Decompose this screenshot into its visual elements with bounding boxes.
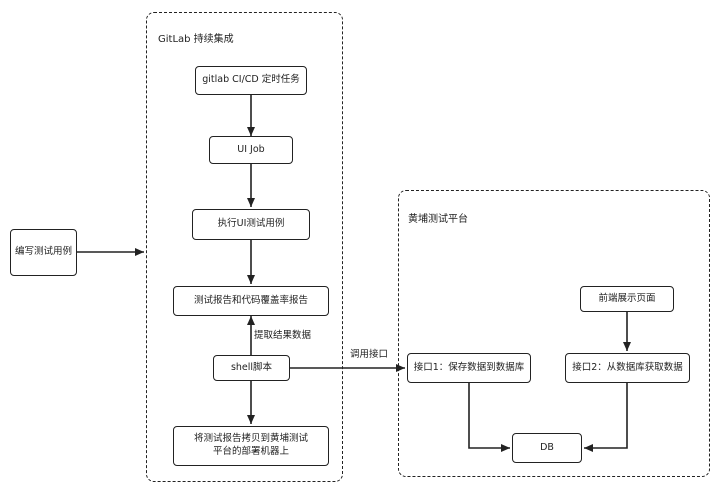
- edge-api2-to-db: [584, 383, 628, 452]
- api1-save-node[interactable]: 接口1：保存数据到数据库: [407, 353, 531, 383]
- huangpu-platform-group: [398, 190, 710, 477]
- ui-job-node[interactable]: UI Job: [209, 136, 293, 164]
- api2-fetch-node[interactable]: 接口2：从数据库获取数据: [565, 353, 690, 383]
- call-api-label: 调用接口: [350, 349, 389, 360]
- gitlab-cron-node[interactable]: gitlab CI/CD 定时任务: [195, 66, 307, 95]
- gitlab-ci-group-title: GitLab 持续集成: [158, 34, 234, 45]
- db-node[interactable]: DB: [512, 433, 582, 463]
- report-coverage-node[interactable]: 测试报告和代码覆盖率报告: [173, 286, 329, 316]
- shell-script-node[interactable]: shell脚本: [213, 355, 290, 381]
- write-test-cases-node[interactable]: 编写测试用例: [10, 229, 77, 276]
- frontend-page-node[interactable]: 前端展示页面: [580, 286, 674, 312]
- run-ui-tests-node[interactable]: 执行UI测试用例: [192, 209, 310, 240]
- copy-report-node[interactable]: 将测试报告拷贝到黄埔测试平台的部署机器上: [173, 426, 329, 466]
- edge-api1-to-db: [468, 383, 510, 452]
- extract-results-label: 提取结果数据: [254, 330, 312, 341]
- huangpu-platform-group-title: 黄埔测试平台: [408, 214, 468, 225]
- gitlab-ci-group: [146, 12, 343, 482]
